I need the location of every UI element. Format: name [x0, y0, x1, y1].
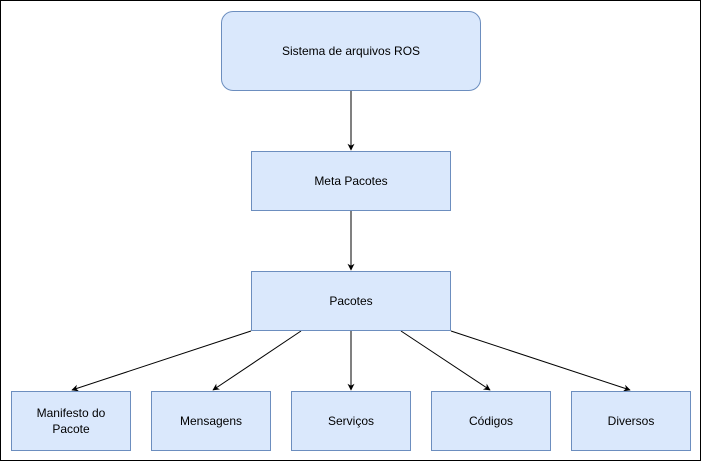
node-messages[interactable]: Mensagens — [151, 391, 271, 451]
edge-packages-to-misc — [450, 330, 631, 392]
node-label: Mensagens — [179, 414, 243, 428]
node-label: Sistema de arquivos ROS — [281, 44, 421, 58]
node-ros-filesystem[interactable]: Sistema de arquivos ROS — [221, 11, 481, 91]
node-label: Serviços — [327, 414, 374, 428]
edge-packages-to-codes — [400, 330, 491, 391]
node-label: Diversos — [607, 414, 655, 428]
node-package-manifest[interactable]: Manifesto do Pacote — [11, 391, 131, 451]
node-label: Meta Pacotes — [314, 174, 388, 188]
node-misc[interactable]: Diversos — [571, 391, 691, 451]
node-label: Pacotes — [329, 294, 373, 308]
node-packages[interactable]: Pacotes — [251, 271, 451, 331]
node-label: Códigos — [468, 414, 514, 428]
node-services[interactable]: Serviços — [291, 391, 411, 451]
edge-packages-to-messages — [212, 330, 302, 391]
node-codes[interactable]: Códigos — [431, 391, 551, 451]
edge-packages-to-manifest — [71, 330, 252, 392]
node-meta-packages[interactable]: Meta Pacotes — [251, 151, 451, 211]
node-label: Manifesto do Pacote — [36, 406, 106, 436]
